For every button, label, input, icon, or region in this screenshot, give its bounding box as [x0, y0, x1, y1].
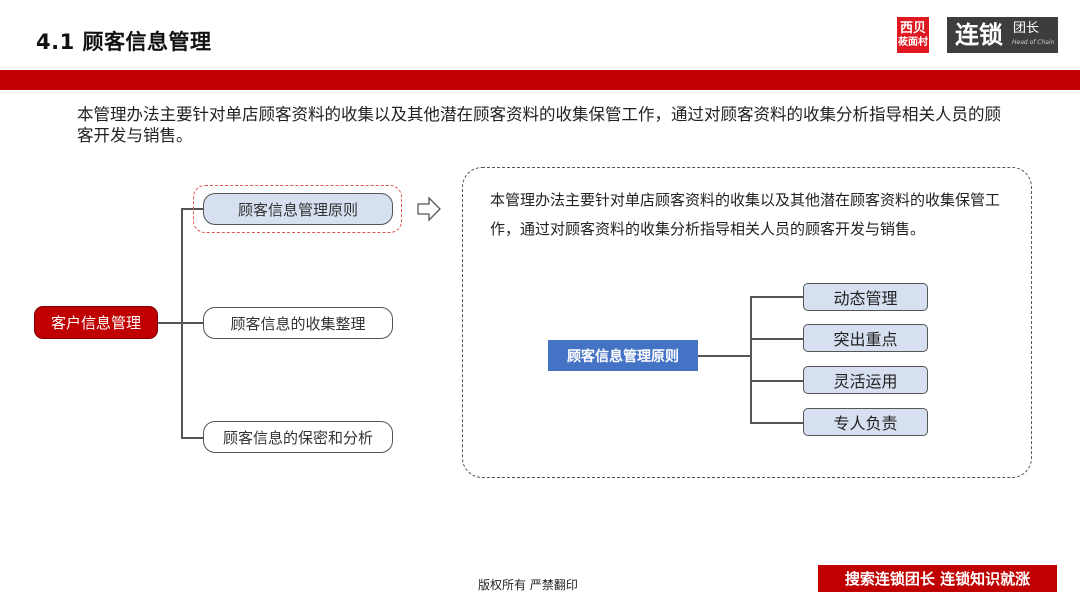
intro-paragraph: 本管理办法主要针对单店顾客资料的收集以及其他潜在顾客资料的收集保管工作，通过对顾…: [77, 105, 1001, 145]
chain-logo-en: Head of Chain: [1012, 39, 1055, 46]
detail-panel: [462, 167, 1032, 478]
detail-panel-text: 本管理办法主要针对单店顾客资料的收集以及其他潜在顾客资料的收集保管工作，通过对顾…: [490, 191, 1001, 238]
connector: [750, 422, 803, 424]
leaf-node-responsible: 专人负责: [803, 408, 928, 436]
xibei-logo: 西贝 莜面村: [897, 17, 929, 53]
connector: [698, 355, 750, 357]
connector: [750, 380, 803, 382]
connector: [181, 437, 203, 439]
page-title: 4.1 顾客信息管理: [36, 30, 212, 54]
root-node: 客户信息管理: [34, 306, 158, 339]
xibei-logo-line1: 西贝: [899, 21, 926, 36]
footer-banner: 搜索连锁团长 连锁知识就涨: [818, 565, 1057, 592]
right-arrow-icon: [417, 196, 441, 222]
child-node-principles[interactable]: 顾客信息管理原则: [203, 193, 393, 225]
connector: [750, 296, 803, 298]
child-node-confidentiality[interactable]: 顾客信息的保密和分析: [203, 421, 393, 453]
connector: [181, 322, 203, 324]
connector: [158, 322, 181, 324]
connector-trunk: [750, 296, 752, 423]
leaf-node-flexible: 灵活运用: [803, 366, 928, 394]
chain-logo-sub: 团长: [1013, 21, 1040, 36]
chain-logo-main: 连锁: [955, 21, 1003, 49]
chain-head-logo: 连锁 团长 Head of Chain: [947, 17, 1058, 53]
child-node-collection[interactable]: 顾客信息的收集整理: [203, 307, 393, 339]
xibei-logo-line2: 莜面村: [898, 37, 928, 48]
center-node: 顾客信息管理原则: [548, 340, 698, 371]
leaf-node-focus: 突出重点: [803, 324, 928, 352]
selection-highlight: [193, 185, 402, 233]
connector: [750, 338, 803, 340]
connector: [181, 208, 203, 210]
header-red-bar: [0, 70, 1080, 90]
leaf-node-dynamic: 动态管理: [803, 283, 928, 311]
copyright-text: 版权所有 严禁翻印: [478, 578, 578, 592]
